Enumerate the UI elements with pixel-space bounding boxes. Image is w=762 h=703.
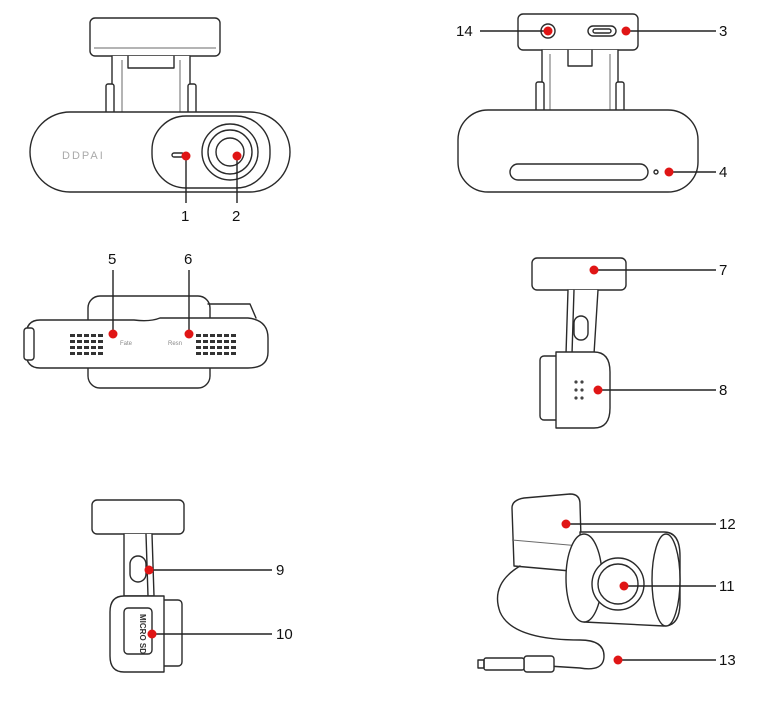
- callout-dot-14: [543, 26, 553, 36]
- callout-dot-6: [184, 329, 194, 339]
- callout-dot-10: [147, 629, 157, 639]
- brand-logo: DDPAI: [62, 150, 105, 162]
- callout-label-2: 2: [232, 208, 240, 225]
- callout-label-7: 7: [719, 262, 727, 279]
- callout-label-10: 10: [276, 626, 293, 643]
- bottom-view: Fate Resn 5 6: [23, 251, 269, 389]
- callout-dot-1: [181, 151, 191, 161]
- callout-dot-4: [664, 167, 674, 177]
- callout-label-4: 4: [719, 164, 727, 181]
- callout-dot-11: [619, 581, 629, 591]
- callout-dot-12: [561, 519, 571, 529]
- side-view-right: 7 8: [531, 257, 727, 429]
- microsd-label: MICRO SD: [138, 614, 147, 654]
- callout-dot-8: [593, 385, 603, 395]
- callout-label-14: 14: [456, 23, 473, 40]
- rear-camera-view: 12 11 13: [477, 493, 736, 673]
- callout-label-8: 8: [719, 382, 727, 399]
- speaker-grill-left: [70, 334, 103, 355]
- callout-label-11: 11: [719, 578, 735, 595]
- port-label-1: Fate: [120, 341, 133, 347]
- callout-dot-13: [613, 655, 623, 665]
- callout-label-13: 13: [719, 652, 736, 669]
- callout-dot-5: [108, 329, 118, 339]
- speaker-grill-right: [196, 334, 236, 355]
- back-view: 14 3 4: [456, 13, 727, 193]
- callout-dot-7: [589, 265, 599, 275]
- callout-label-5: 5: [108, 251, 116, 268]
- side-view-left: MICRO SD 9 10: [91, 499, 293, 673]
- callout-label-3: 3: [719, 23, 727, 40]
- callout-dot-2: [232, 151, 242, 161]
- callout-dot-9: [144, 565, 154, 575]
- front-view: DDPAI 1 2: [29, 17, 291, 225]
- callout-label-1: 1: [181, 208, 189, 225]
- port-label-2: Resn: [168, 341, 182, 347]
- callout-label-12: 12: [719, 516, 736, 533]
- callout-dot-3: [621, 26, 631, 36]
- callout-label-9: 9: [276, 562, 284, 579]
- callout-label-6: 6: [184, 251, 192, 268]
- mic-holes: [574, 380, 584, 400]
